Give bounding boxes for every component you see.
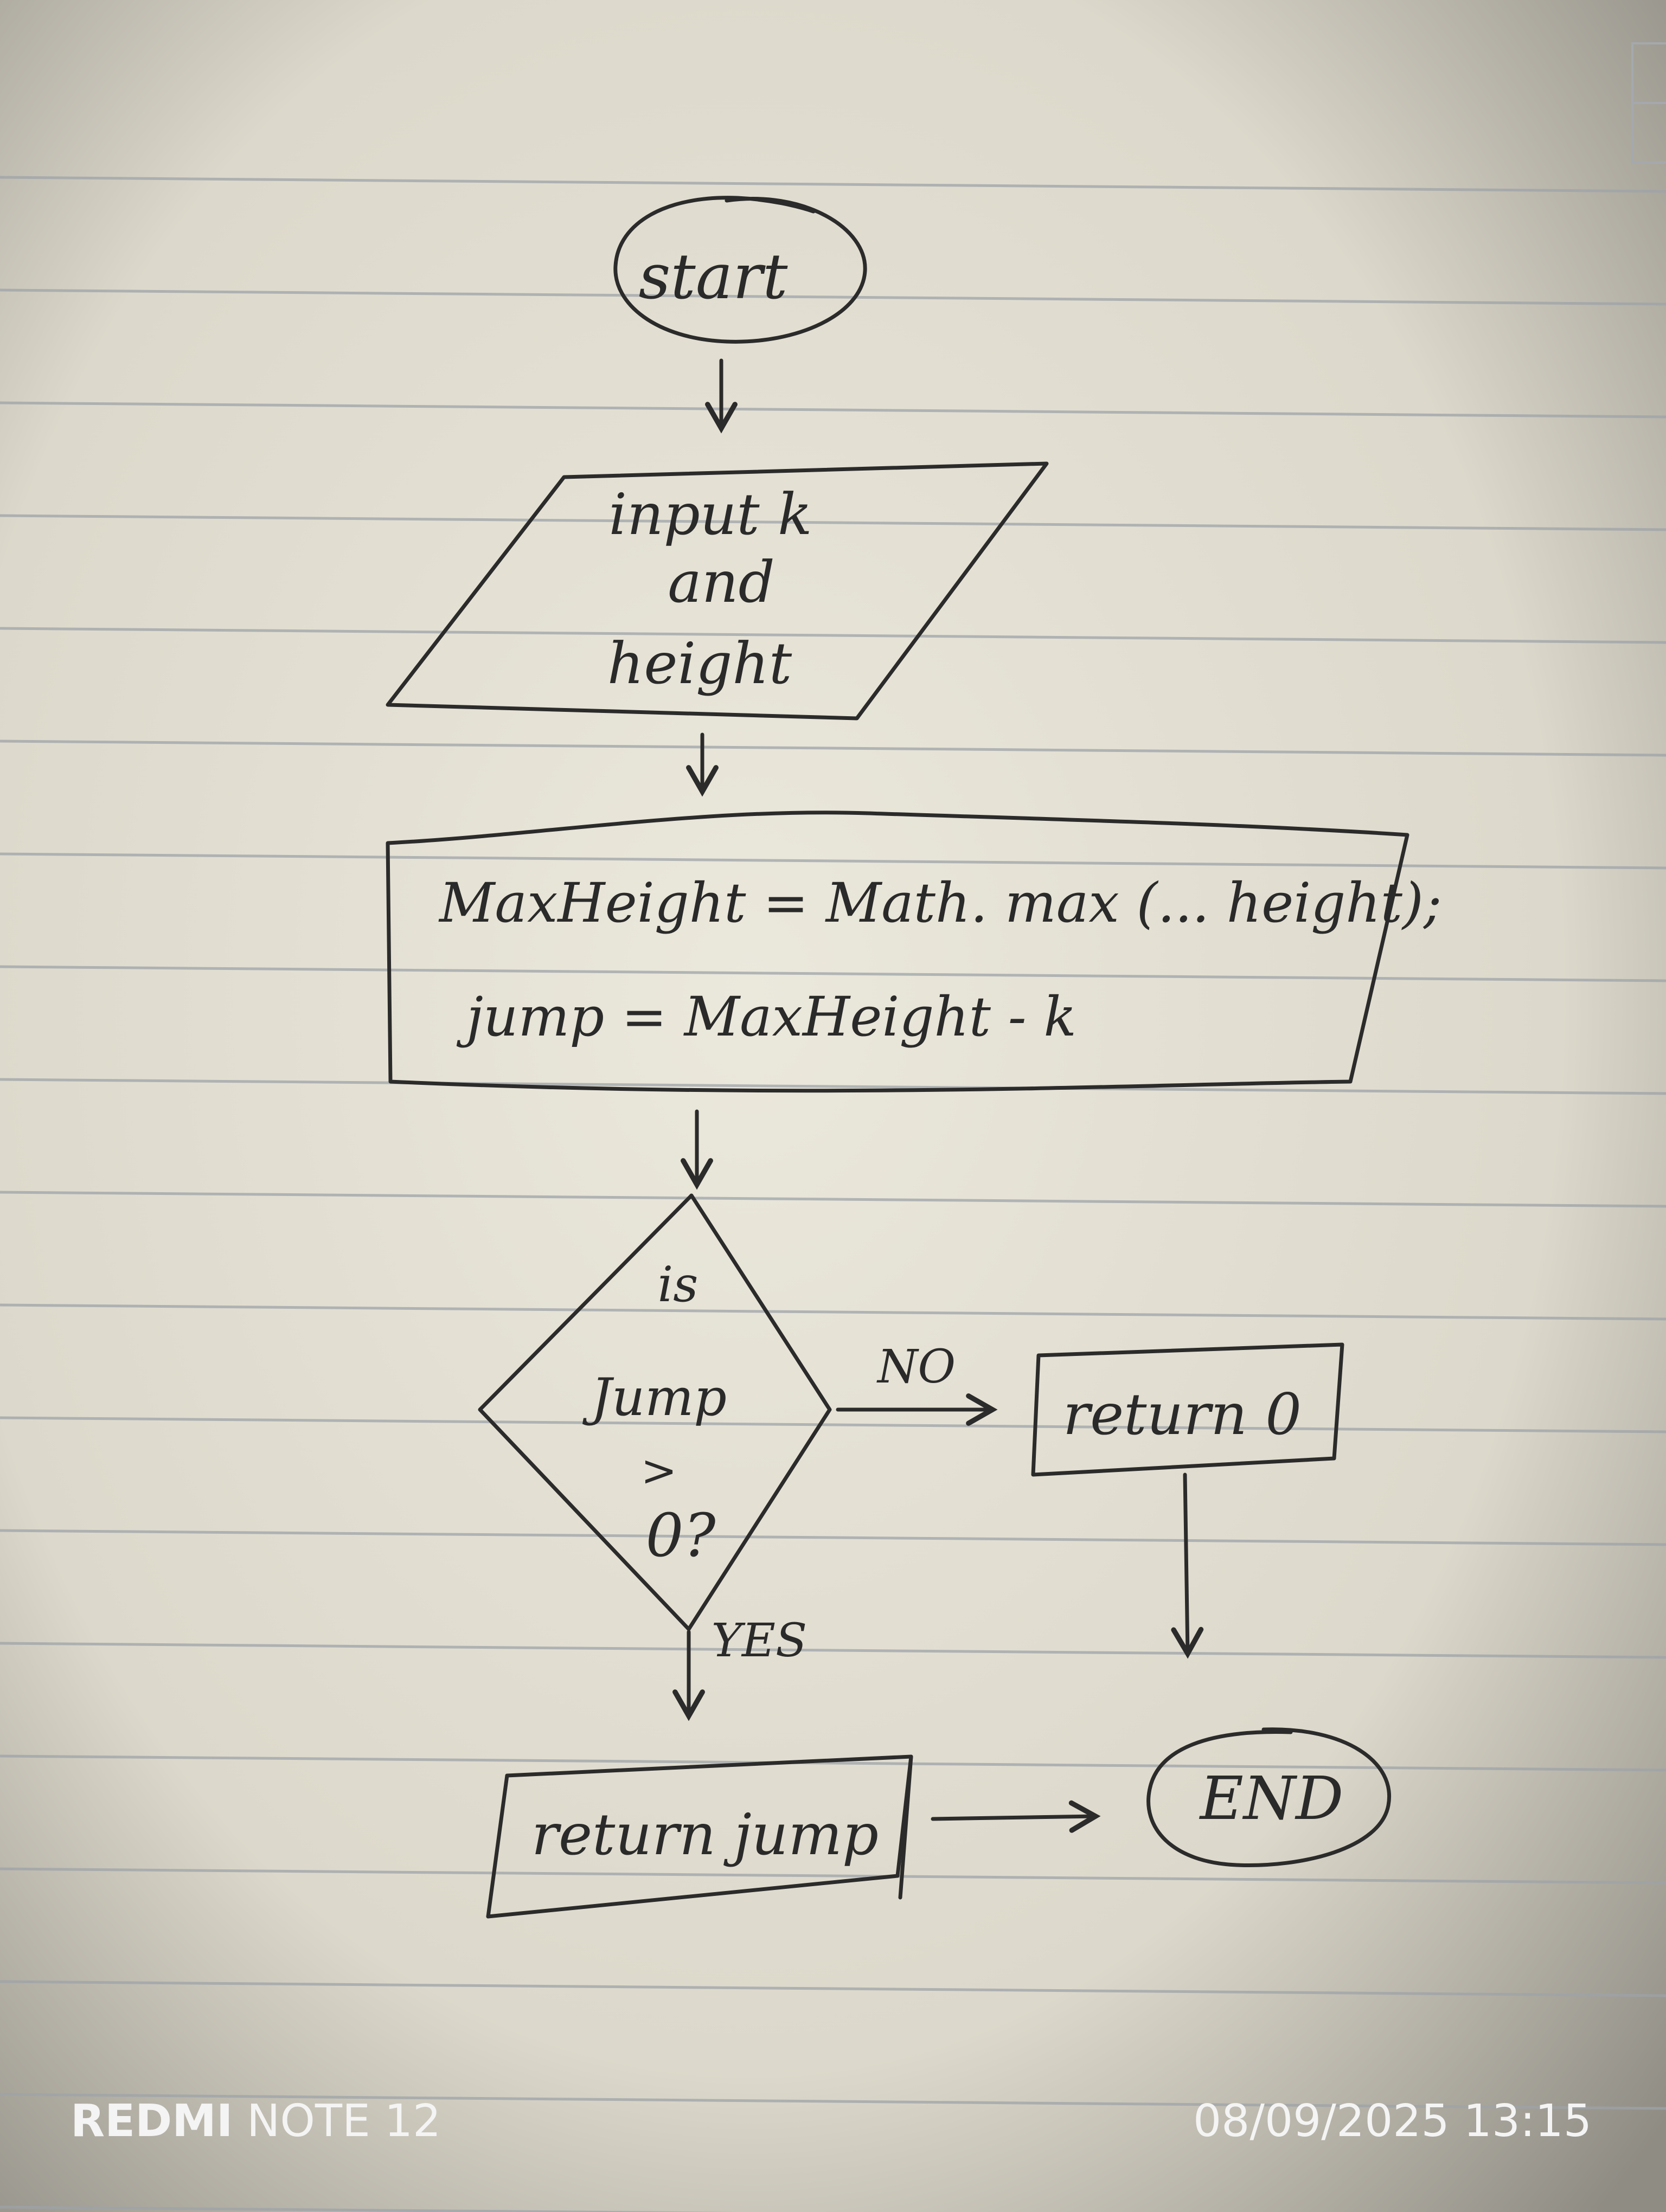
ruled-line <box>0 514 1666 531</box>
ruled-line <box>0 1416 1666 1433</box>
ruled-line <box>0 2093 1666 2110</box>
ruled-line <box>0 965 1666 982</box>
input-line-3: height <box>607 631 792 697</box>
ruled-line <box>0 2205 737 2212</box>
ruled-line <box>0 740 1666 757</box>
watermark-brand: REDMI <box>71 2095 233 2147</box>
ruled-line <box>0 627 1666 644</box>
process-box: MaxHeight = Math. max (... height); jump… <box>386 811 1442 1093</box>
process-line-2: jump = MaxHeight - k <box>456 985 1077 1049</box>
input-parallelogram: input k and height <box>386 461 1049 721</box>
end-terminator: END <box>1146 1727 1391 1867</box>
ruled-line <box>0 288 1666 306</box>
process-line-1: MaxHeight = Math. max (... height); <box>438 871 1442 935</box>
watermark-model: NOTE 12 <box>247 2095 441 2147</box>
start-terminator: start <box>613 196 867 344</box>
arrow-return-jump-to-end <box>931 1800 1101 1833</box>
input-line-1: input k <box>608 481 812 548</box>
decision-line-1: is <box>658 1256 699 1313</box>
ruled-line <box>0 852 1666 870</box>
ruled-line <box>0 1303 1666 1321</box>
ruled-line <box>0 176 1666 193</box>
ruled-line <box>0 401 1666 419</box>
ruled-line <box>0 1078 1666 1095</box>
ruled-line <box>0 1980 1666 1997</box>
ruled-line <box>0 1867 1666 1885</box>
return-zero-box: return 0 <box>1031 1342 1344 1477</box>
decision-line-2: Jump <box>582 1368 727 1427</box>
ruled-line <box>0 1754 1666 1772</box>
ruled-lines <box>0 176 1666 2212</box>
return-zero-label: return 0 <box>1063 1381 1302 1448</box>
return-jump-box: return jump <box>486 1754 913 1919</box>
start-label: start <box>639 241 789 313</box>
return-jump-label: return jump <box>531 1802 879 1868</box>
corner-print-box <box>1631 42 1666 164</box>
decision-diamond: is Jump > 0? <box>478 1193 832 1631</box>
no-label: NO <box>876 1340 956 1394</box>
ruled-line <box>0 1191 1666 1208</box>
arrow-return-zero-to-end <box>1171 1472 1204 1659</box>
ruled-line <box>0 1529 1666 1546</box>
input-line-2: and <box>668 549 774 615</box>
decision-line-3: > <box>640 1445 677 1496</box>
decision-line-4: 0? <box>646 1501 716 1570</box>
watermark-timestamp: 08/09/2025 13:15 <box>1193 2095 1592 2147</box>
end-label: END <box>1199 1764 1344 1833</box>
yes-label: YES <box>712 1614 807 1668</box>
ruled-line <box>0 1642 1666 1659</box>
